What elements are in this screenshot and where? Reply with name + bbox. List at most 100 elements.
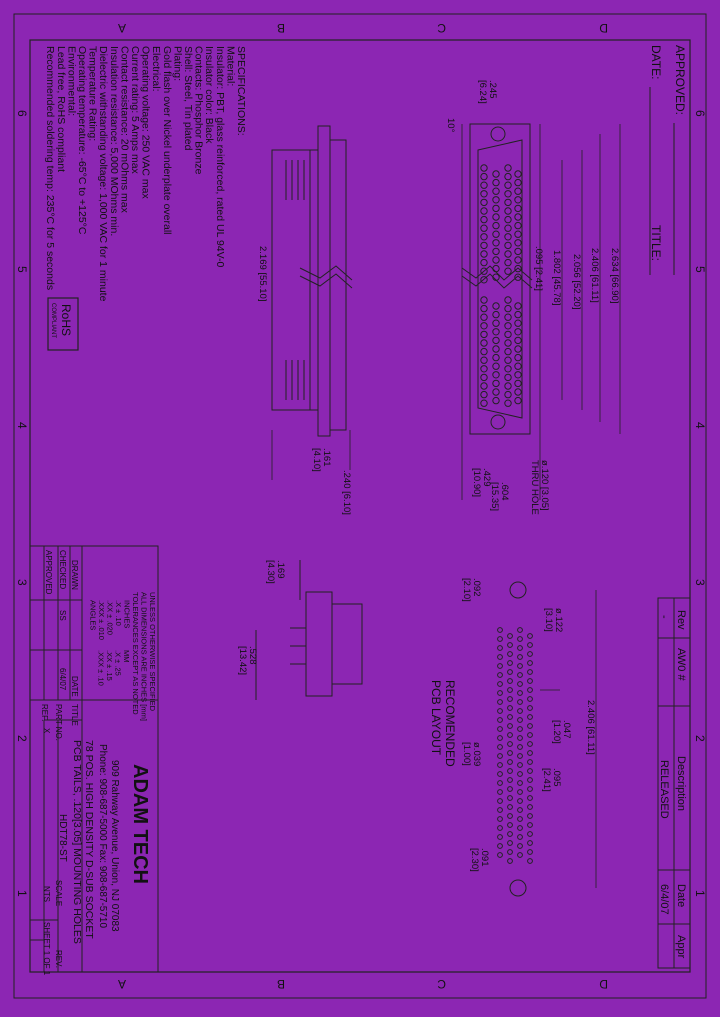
title-line-2: PCB TAILS, .120[3.05] MOUNTING HOLES	[71, 740, 83, 944]
pin	[492, 178, 500, 187]
pin	[514, 362, 522, 370]
pin	[480, 322, 488, 330]
pcb-layout	[497, 581, 597, 897]
dim-mount: 2.406 [61.11]	[589, 248, 600, 303]
end-view-dims: .169 [4.30] .528 [13.42]	[237, 560, 286, 675]
company-phone: Phone: 908-687-5000 Fax: 908-687-5710	[97, 744, 108, 928]
pin	[480, 181, 488, 189]
pcb-hole	[527, 822, 533, 828]
pin	[492, 239, 500, 247]
pcb-hole	[497, 717, 503, 723]
pcb-hole	[517, 771, 523, 777]
pin	[492, 388, 500, 396]
dim-pitch: .095 [2.41]	[533, 246, 544, 291]
dim-hole: ø.120 [3.05]	[539, 460, 550, 511]
mm-line: MM	[122, 650, 131, 663]
dim-end-h: .169	[275, 560, 286, 579]
pin	[504, 365, 512, 373]
pin	[492, 170, 500, 178]
pcb-hole	[527, 750, 533, 756]
pin	[480, 258, 488, 267]
pin	[504, 250, 512, 258]
pin	[480, 313, 488, 321]
spec-line: Gold flash over Nickel underplate overal…	[161, 46, 173, 235]
dim-pcb-d: ø.039	[471, 742, 482, 766]
dimension-lines	[271, 124, 621, 500]
zone-number: 2	[15, 735, 29, 742]
pin	[492, 362, 500, 370]
pin	[480, 190, 488, 198]
drawn-by: SS	[58, 610, 67, 621]
pin	[480, 164, 488, 172]
drawn-date: 6/4/07	[58, 668, 67, 691]
pcb-hole	[527, 777, 533, 783]
pin	[504, 382, 512, 390]
zone-number: 3	[15, 579, 29, 586]
pin	[514, 371, 522, 379]
pin	[504, 399, 512, 407]
title-label-tb: TITLE	[70, 704, 79, 726]
mm-line: .X ± .25	[114, 650, 123, 676]
tolerance-line: UNLESS OTHERWISE SPECIFIED	[148, 592, 157, 712]
pcb-hole	[517, 690, 523, 696]
pin	[480, 330, 488, 339]
pin	[514, 187, 522, 195]
pin	[480, 241, 488, 250]
pin	[504, 198, 512, 207]
pcb-hole	[507, 714, 513, 720]
pin	[504, 330, 512, 339]
pin	[504, 356, 512, 364]
pin	[492, 187, 500, 195]
pcb-hole	[517, 708, 523, 714]
dim-pcb-a-mm: [2.10]	[461, 578, 472, 602]
pcb-hole	[497, 681, 503, 687]
dim-b4-mm: [15.35]	[489, 482, 500, 511]
drawn-label: DRAWN	[70, 560, 79, 590]
pin	[514, 379, 522, 388]
pcb-hole	[517, 681, 523, 687]
pcb-hole	[527, 687, 533, 693]
pin	[514, 396, 522, 405]
pcb-hole	[507, 723, 513, 729]
pin	[492, 379, 500, 388]
pcb-hole	[527, 741, 533, 747]
company-address: 909 Rahway Avenue, Union, NJ 07083	[109, 760, 120, 932]
pin	[480, 304, 488, 313]
dim-b4: .604	[499, 482, 510, 501]
pin	[480, 215, 488, 224]
pin	[514, 256, 522, 264]
date-header: Date	[675, 884, 687, 907]
approval-block: APPROVED: DATE: TITLE:	[649, 45, 687, 275]
company-block: ADAM TECH 909 Rahway Avenue, Union, NJ 0…	[57, 740, 151, 944]
spec-line: Insulation resistance: 5,000 MOhms min.	[108, 46, 120, 236]
zone-number: 1	[15, 890, 29, 897]
zone-letter: A	[118, 21, 126, 35]
pin	[514, 388, 522, 396]
pcb-hole	[497, 627, 503, 633]
dim-b1-mm: [4.10]	[311, 448, 322, 472]
zone-number: 4	[693, 422, 707, 429]
pin	[514, 230, 522, 238]
dim-pcb-hole: ø.122	[553, 608, 564, 632]
pcb-hole	[517, 672, 523, 678]
pin	[492, 213, 500, 221]
pin	[514, 213, 522, 221]
pcb-hole	[507, 633, 513, 639]
spec-line: Contacts: Phosphor Bronze	[193, 46, 205, 175]
rev-value: -	[658, 615, 670, 619]
spec-line: Recommended soldering temp: 235°C for 5 …	[44, 46, 56, 290]
pin	[514, 264, 522, 273]
tolerance-line: TOLERANCES EXCEPT AS NOTED	[131, 592, 140, 715]
tolerance-line: ALL DIMENSIONS ARE INCHES [mm]	[140, 592, 149, 721]
pcb-hole	[527, 768, 533, 774]
rev-label-tb: REV.	[54, 950, 63, 968]
pcb-hole	[527, 840, 533, 846]
pcb-hole	[527, 759, 533, 765]
pcb-label-1: RECOMENDED	[443, 680, 457, 767]
pin	[504, 296, 512, 304]
pcb-hole	[527, 651, 533, 657]
zone-number: 6	[15, 110, 29, 117]
zone-letter: A	[118, 977, 126, 991]
zone-number: 5	[15, 266, 29, 273]
pcb-hole	[517, 825, 523, 831]
